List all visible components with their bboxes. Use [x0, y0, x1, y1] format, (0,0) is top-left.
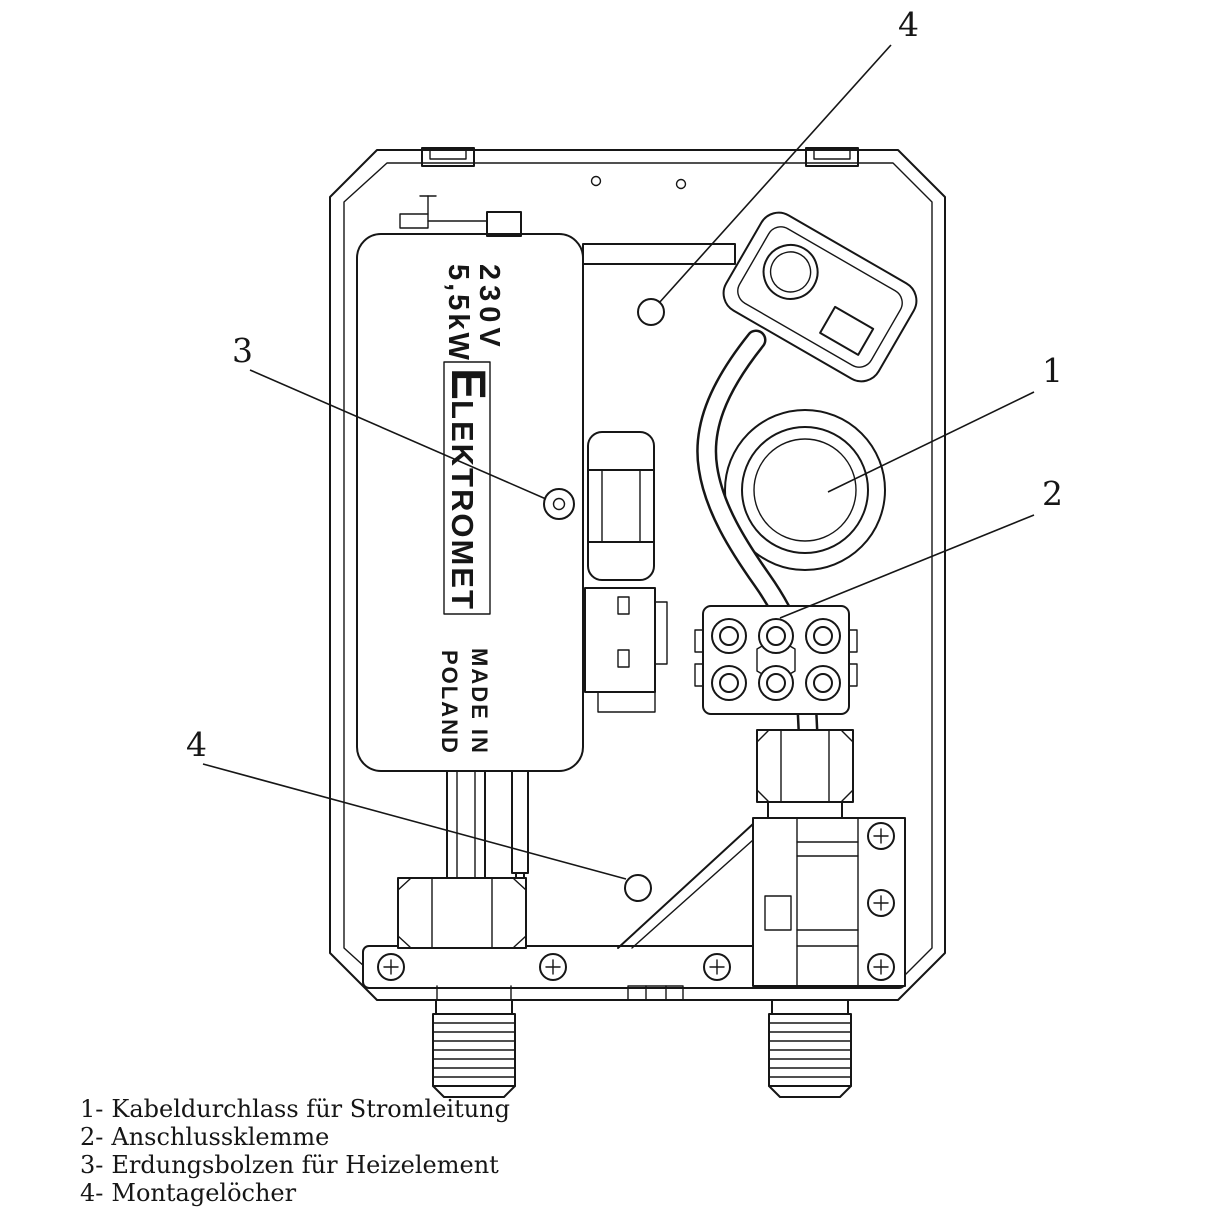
- screw: [867, 953, 895, 981]
- legend-item-4: 4-Montagelöcher: [80, 1179, 297, 1207]
- callout-1: 1: [827, 351, 1063, 493]
- mounting-hole-top: [637, 298, 665, 326]
- clip-body: [587, 469, 655, 543]
- grounding-bolt: [543, 488, 575, 520]
- callout-4-bottom-number: 4: [186, 725, 207, 764]
- callout-4-bottom: 4: [186, 725, 627, 880]
- case-hole-small-right: [675, 178, 687, 190]
- terminal-block: [694, 605, 858, 715]
- cable-passage-hole: [724, 409, 886, 571]
- inlet-hex-nut: [397, 877, 527, 949]
- top-mounting-tab-left: [421, 147, 475, 167]
- mounting-hole-bottom: [624, 874, 652, 902]
- legend-item-3: 3-Erdungsbolzen für Heizelement: [80, 1151, 499, 1179]
- water-inlet-threaded-pipe: [432, 999, 516, 1098]
- phillips-screws: [377, 822, 895, 981]
- screw: [867, 822, 895, 850]
- legend-item-2: 2-Anschlussklemme: [80, 1123, 329, 1151]
- screw: [867, 889, 895, 917]
- heater-top-connector: [399, 195, 522, 237]
- callout-4-top: 4: [658, 5, 919, 304]
- callout-3: 3: [232, 331, 547, 500]
- thermostat-block: [584, 587, 668, 713]
- origin-label-line1: MADE IN: [467, 648, 492, 755]
- callout-3-number: 3: [232, 331, 253, 370]
- top-connecting-bar: [582, 243, 736, 265]
- brand-logo-text: ELEKTROMET: [441, 368, 494, 611]
- case-hole-small-left: [590, 175, 602, 187]
- brand-strip: [443, 361, 491, 615]
- spring-clip-upper: [587, 431, 655, 471]
- origin-label-line2: POLAND: [437, 650, 462, 755]
- clamp-gland: [819, 305, 875, 356]
- top-mounting-tab-right: [805, 147, 859, 167]
- bracket-gusset-outer: [617, 823, 754, 949]
- clamp-hole: [762, 243, 819, 300]
- screw: [377, 953, 405, 981]
- cable-clamp-assembly: [722, 211, 918, 383]
- terminal-screws: [711, 618, 841, 701]
- callout-2: 2: [779, 474, 1063, 619]
- heater-outlet-pipe: [446, 770, 486, 880]
- bracket-gusset-inner: [631, 839, 754, 949]
- screw: [703, 953, 731, 981]
- callout-2-number: 2: [1042, 474, 1063, 513]
- screw: [539, 953, 567, 981]
- legend: 1-Kabeldurchlass für Stromleitung 2-Ansc…: [80, 1095, 510, 1207]
- water-outlet-threaded-pipe: [768, 999, 852, 1098]
- callout-1-number: 1: [1042, 351, 1063, 390]
- heating-element-unit: 5,5kW 230V ELEKTROMET MADE IN POLAND: [356, 195, 584, 772]
- bottom-center-fitting: [627, 985, 684, 1001]
- callout-4-top-number: 4: [898, 5, 919, 44]
- outlet-gland-nut: [756, 729, 854, 819]
- legend-item-1: 1-Kabeldurchlass für Stromleitung: [80, 1095, 510, 1123]
- rating-voltage-label: 230V: [473, 264, 505, 352]
- rating-power-label: 5,5kW: [442, 264, 474, 363]
- spring-clip-lower: [587, 541, 655, 581]
